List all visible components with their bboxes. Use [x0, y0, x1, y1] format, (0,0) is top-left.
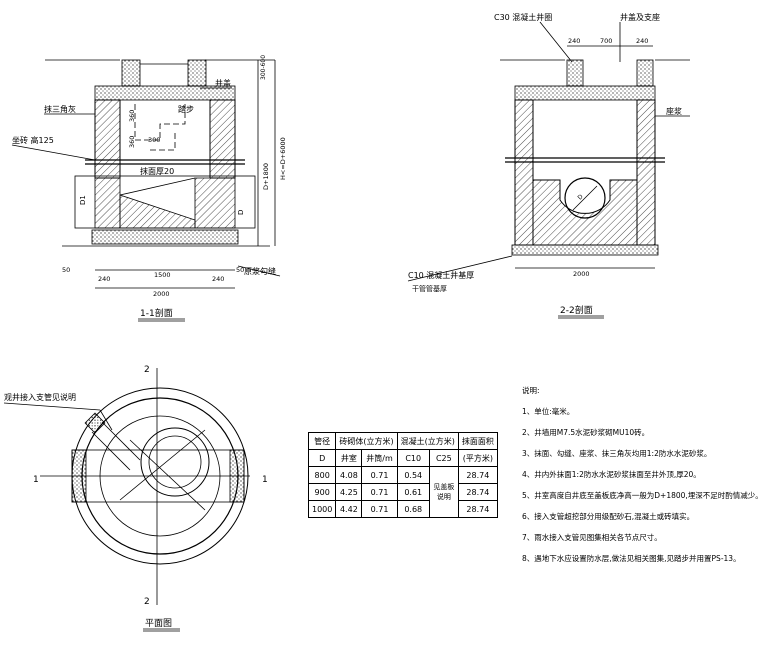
dim-240-right: 240	[212, 275, 224, 283]
note-item: 5、井室高度自井底至盖板底净高一般为D+1800,埋深不足时酌情减少。	[522, 491, 760, 500]
table-cell: 28.74	[457, 466, 498, 484]
title-section-11: 1-1剖面	[140, 307, 173, 319]
note-item: 6、接入支管超挖部分用级配砂石,混凝土或砖填实。	[522, 512, 695, 521]
note-item: 2、井墙用M7.5水泥砂浆砌MU10砖。	[522, 428, 650, 437]
table-header: 砖砌体(立方米)	[335, 432, 398, 450]
table-cell: 0.71	[361, 500, 398, 518]
label-22-plaster: 座浆	[666, 106, 682, 116]
mark-2-bottom: 2	[144, 597, 150, 607]
notes-block: 说明: 1、单位:毫米。 2、井墙用M7.5水泥砂浆砌MU10砖。 3、抹面、勾…	[522, 380, 760, 569]
note-item: 7、雨水接入支管见图集相关各节点尺寸。	[522, 533, 662, 542]
table-cell: 0.68	[396, 500, 430, 518]
dim-1500: 1500	[154, 271, 171, 279]
table-row: 800 4.08 0.71 0.54 见盖板说明 28.74	[307, 466, 498, 518]
table-cell: 4.25	[335, 483, 363, 501]
label-base: C10 混凝土井基厚	[408, 270, 474, 280]
table-cell: 4.08	[335, 466, 363, 484]
title-section-22: 2-2剖面	[560, 304, 593, 316]
mark-1-right: 1	[262, 475, 268, 485]
table-cell: 28.74	[457, 483, 498, 501]
dim-240-22: 240	[568, 37, 580, 45]
dim-50-right: 50	[236, 266, 244, 274]
material-table: 管径 砖砌体(立方米) 混凝土(立方米) 抹面面积 D 井室 井筒/m C10 …	[307, 432, 498, 518]
table-header: 抹面面积	[457, 432, 498, 450]
table-cell: 0.61	[396, 483, 430, 501]
label-fillet: 抹三角灰	[44, 104, 76, 114]
table-cell: 0.71	[361, 483, 398, 501]
table-cell-merged: 见盖板说明	[428, 466, 459, 518]
label-brick: 坐砖 高125	[12, 135, 54, 145]
label-d: D	[237, 210, 245, 215]
dim-300-600: 300-600	[260, 55, 267, 80]
table-subheader: C25	[428, 449, 459, 467]
note-item: 8、遇地下水应设置防水层,做法见相关图集,见踏步并用置PS-13。	[522, 554, 741, 563]
dim-300: 300	[148, 136, 160, 144]
table-row: 1000 4.42 0.71 0.68 28.74	[307, 500, 498, 518]
notes-title: 说明:	[522, 386, 540, 395]
label-cover-seat: 井盖及支座	[620, 12, 660, 22]
label-ring: C30 混凝土井圈	[494, 12, 552, 22]
title-plan: 平面图	[145, 618, 172, 629]
dim-240b-22: 240	[636, 37, 648, 45]
label-d-22: D	[576, 193, 584, 201]
cover-slab	[94, 85, 236, 101]
table-header: 混凝土(立方米)	[396, 432, 459, 450]
table-row: 900 4.25 0.71 0.61 28.74	[307, 483, 498, 501]
mark-2-top: 2	[144, 365, 150, 375]
label-base2: 干管管基厚	[412, 284, 447, 293]
table-subheader: 井筒/m	[361, 449, 398, 467]
wall-left	[94, 99, 121, 179]
dim-2000: 2000	[153, 290, 170, 298]
table-cell: 0.54	[396, 466, 430, 484]
label-well-cover: 井盖	[215, 78, 231, 88]
plan-view: 1 1 2 2 观井接入支管见说明 平面图	[3, 365, 268, 632]
dim-depth: D+1800	[262, 163, 270, 190]
table-cell: 0.71	[361, 466, 398, 484]
ring-right	[187, 59, 207, 87]
dim-360b: 360	[128, 136, 136, 148]
label-step: 踏步	[178, 104, 194, 114]
table-cell: 900	[307, 483, 337, 501]
label-d1: D1	[79, 195, 87, 205]
table-cell: 1000	[307, 500, 337, 518]
dim-360a: 360	[128, 110, 136, 122]
table-cell: 28.74	[457, 500, 498, 518]
dim-700: 700	[600, 37, 612, 45]
section-2-2: D 240 700 240 2000 C30 混凝土井圈 井盖及支座 座浆 C1…	[407, 12, 690, 319]
note-item: 1、单位:毫米。	[522, 407, 575, 416]
table-cell: 4.42	[335, 500, 363, 518]
base-slab	[91, 229, 239, 245]
table-cell: 800	[307, 466, 337, 484]
table-subheader: (平方米)	[457, 449, 498, 467]
table-subheader: C10	[396, 449, 430, 467]
note-item: 4、井内外抹面1:2防水水泥砂浆抹面至井外顶,厚20。	[522, 470, 701, 479]
dim-50-left: 50	[62, 266, 70, 274]
ring-left	[121, 59, 141, 87]
table-subheader: D	[307, 449, 337, 467]
dim-2000-22: 2000	[573, 270, 590, 278]
dim-h: H<=D+6000	[279, 137, 287, 180]
section-1-1: D1 D 300-600 D+1800 H<=D+6000 360 360 30…	[11, 55, 287, 322]
mark-1-left: 1	[33, 475, 39, 485]
table-header: 管径	[307, 432, 337, 450]
label-branch-note: 观井接入支管见说明	[4, 392, 76, 402]
table-subheader: 井室	[335, 449, 363, 467]
wall-right	[209, 99, 236, 179]
note-item: 3、抹面、勾缝、座浆、抹三角灰均用1:2防水水泥砂浆。	[522, 449, 712, 458]
dim-240-left: 240	[98, 275, 110, 283]
label-plaster: 抹面厚20	[140, 166, 174, 176]
